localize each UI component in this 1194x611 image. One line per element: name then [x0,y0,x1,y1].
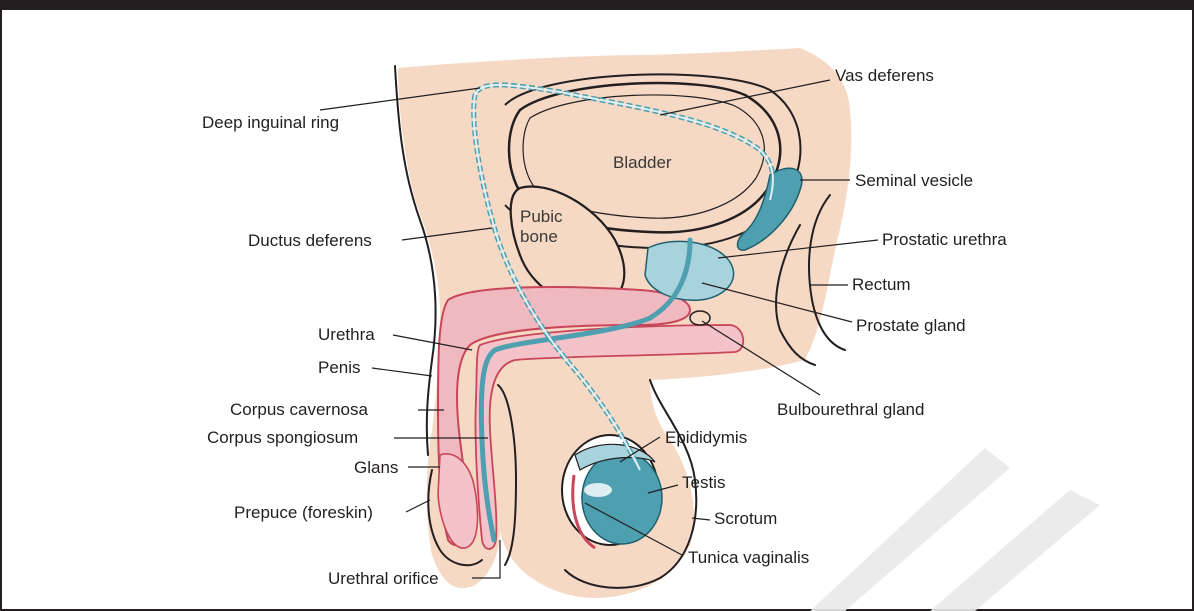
label-penis: Penis [318,358,361,377]
bulbourethral-gland [690,311,710,325]
label-bulbourethral-gland: Bulbourethral gland [777,400,924,419]
label-tunica-vaginalis: Tunica vaginalis [688,548,809,567]
label-scrotum: Scrotum [714,509,777,528]
label-prostate-gland: Prostate gland [856,316,966,335]
label-vas-deferens: Vas deferens [835,66,934,85]
label-epididymis: Epididymis [665,428,747,447]
label-prostatic-urethra: Prostatic urethra [882,230,1007,249]
label-corpus-spongiosum: Corpus spongiosum [207,428,358,447]
label-urethra: Urethra [318,325,375,344]
label-prepuce: Prepuce (foreskin) [234,503,373,522]
label-testis: Testis [682,473,725,492]
label-pubic-bone-line2: bone [520,227,558,246]
label-rectum: Rectum [852,275,911,294]
label-deep-inguinal-ring: Deep inguinal ring [202,113,339,132]
label-pubic-bone-line1: Pubic [520,207,563,226]
label-bladder: Bladder [613,153,672,172]
label-glans: Glans [354,458,398,477]
label-ductus-deferens: Ductus deferens [248,231,372,250]
watermark [810,448,1100,611]
label-urethral-orifice: Urethral orifice [328,569,439,588]
label-seminal-vesicle: Seminal vesicle [855,171,973,190]
label-corpus-cavernosa: Corpus cavernosa [230,400,369,419]
